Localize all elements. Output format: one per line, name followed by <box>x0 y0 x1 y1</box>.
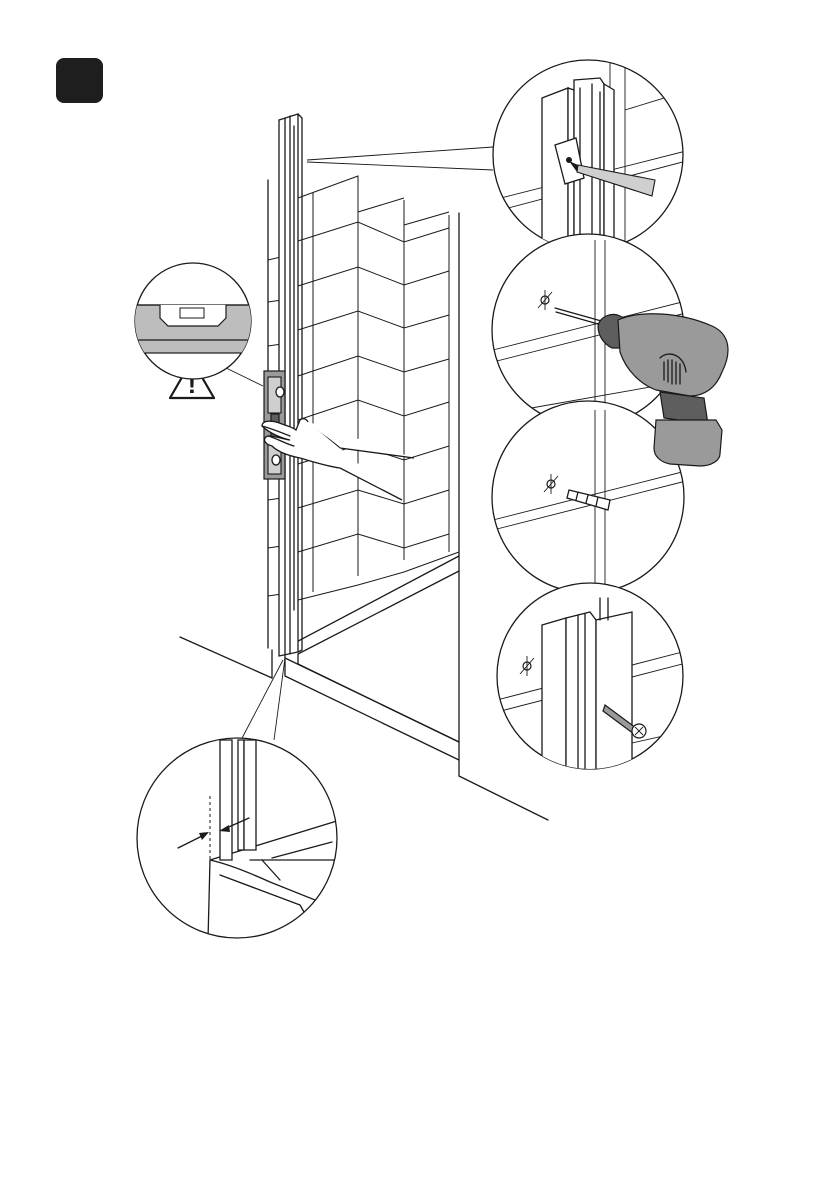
main-scene <box>180 114 548 820</box>
leader-gap-1 <box>274 658 285 740</box>
tray-gap-detail <box>137 738 340 940</box>
pencil-mark-detail <box>493 60 690 250</box>
floor-line-left <box>180 637 272 678</box>
leader-top-1 <box>307 147 493 160</box>
leader-gap-2 <box>240 660 283 742</box>
screw-fixing-detail <box>497 583 690 770</box>
floor-line-right <box>459 776 548 820</box>
spirit-level-detail <box>125 263 265 379</box>
shower-tray <box>272 556 459 760</box>
step-badge <box>56 58 103 103</box>
step-badge-box <box>56 58 103 103</box>
leader-top-2 <box>307 162 493 170</box>
